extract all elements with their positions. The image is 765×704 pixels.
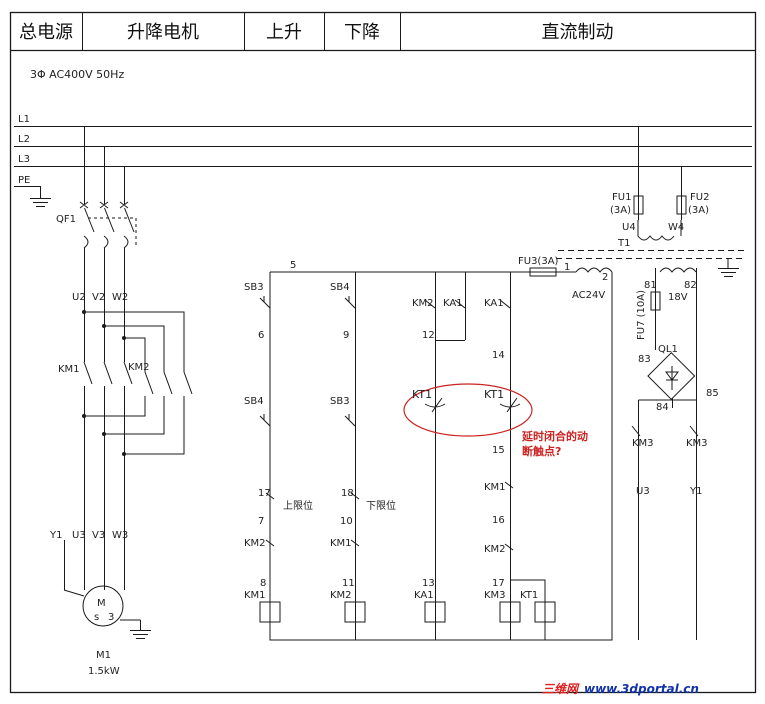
kt1-right-label: KT1 [484,388,504,401]
bus-l2-label: L2 [18,134,30,145]
ka1-contact-label: KA1 [484,298,504,309]
y1-power-label: Y1 [49,530,62,541]
header-cell-dc-brake: 直流制动 [541,22,614,43]
km1-power-label: KM1 [58,364,80,375]
node-6: 6 [258,330,264,341]
v3-power-label: V3 [92,530,105,541]
node-12: 12 [422,330,435,341]
supply-label: 3Φ AC400V 50Hz [30,68,124,81]
18v-label: 18V [668,292,688,303]
bus-l3-label: L3 [18,154,30,165]
node-84: 84 [656,402,669,413]
node-83: 83 [638,354,651,365]
coil-ka1-label: KA1 [414,590,434,601]
terminal-2: 2 [602,272,608,283]
ka1-holding-label: KA1 [443,298,463,309]
ql1-label: QL1 [658,344,678,355]
u3-brake-label: U3 [636,486,650,497]
motor-power-label: 1.5kW [88,666,120,677]
km2-interlock-label: KM2 [244,538,266,549]
km3-left-label: KM3 [632,438,654,449]
coil-km3-label: KM3 [484,590,506,601]
bus-pe-label: PE [18,175,30,186]
header-cell-main-power: 总电源 [19,22,73,43]
ac24v-label: AC24V [572,290,605,301]
motor-m-label: M [97,598,106,609]
coil-kt1-label: KT1 [520,590,538,601]
header-cell-hoist-motor: 升降电机 [127,22,199,43]
header-cell-up: 上升 [266,22,302,43]
u3-power-label: U3 [72,530,86,541]
bus-l1-label: L1 [18,114,30,125]
motor-3-label: 3 [108,612,114,623]
node-17-right: 17 [492,578,505,589]
km2-power-label: KM2 [128,362,150,373]
fu7-label: FU7 (10A) [636,290,647,340]
fu2-label: FU2 [690,192,709,203]
sb4-top-label: SB4 [330,282,350,293]
qf1-label: QF1 [56,214,76,225]
t1-label: T1 [617,238,630,249]
node-9: 9 [343,330,349,341]
node-7: 7 [258,516,264,527]
y1-brake-label: Y1 [689,486,702,497]
coil-km1-label: KM1 [244,590,266,601]
w4-label: W4 [668,222,684,233]
sb3-top-label: SB3 [244,282,264,293]
sb4-bottom-label: SB4 [244,396,264,407]
w3-power-label: W3 [112,530,128,541]
node-85: 85 [706,388,719,399]
node-8: 8 [260,578,266,589]
watermark-cn: 三维网 [542,682,580,696]
u2-label: U2 [72,292,86,303]
watermark-url: www.3dportal.cn [584,682,699,696]
upper-limit-label: 上限位 [283,499,313,512]
kt1-left-label: KT1 [412,388,432,401]
node-82: 82 [684,280,697,291]
fu2-rating: (3A) [688,205,709,216]
motor-name-label: M1 [96,650,111,661]
node-10: 10 [340,516,353,527]
fu1-label: FU1 [612,192,631,203]
km2-contact-label: KM2 [484,544,506,555]
km1-interlock-label: KM1 [330,538,352,549]
node-5: 5 [290,260,296,271]
header-cell-down: 下降 [344,22,380,43]
lower-limit-label: 下限位 [366,499,396,512]
motor-s-label: s [94,612,99,623]
annotation-line-2: 断触点? [522,444,561,458]
v2-label: V2 [92,292,105,303]
sb3-bottom-label: SB3 [330,396,350,407]
terminal-1: 1 [564,262,570,273]
coil-km2-label: KM2 [330,590,352,601]
node-17-left: 17 [258,488,271,499]
node-14: 14 [492,350,505,361]
node-18: 18 [341,488,354,499]
u4-label: U4 [622,222,636,233]
fu1-rating: (3A) [610,205,631,216]
km3-right-label: KM3 [686,438,708,449]
node-11: 11 [342,578,355,589]
node-16: 16 [492,515,505,526]
fu3-label: FU3(3A) [518,256,559,267]
km1-contact-label: KM1 [484,482,506,493]
node-81: 81 [644,280,657,291]
node-13: 13 [422,578,435,589]
w2-label: W2 [112,292,128,303]
annotation-line-1: 延时闭合的动 [521,429,588,443]
km2-holding-label: KM2 [412,298,434,309]
node-15: 15 [492,445,505,456]
